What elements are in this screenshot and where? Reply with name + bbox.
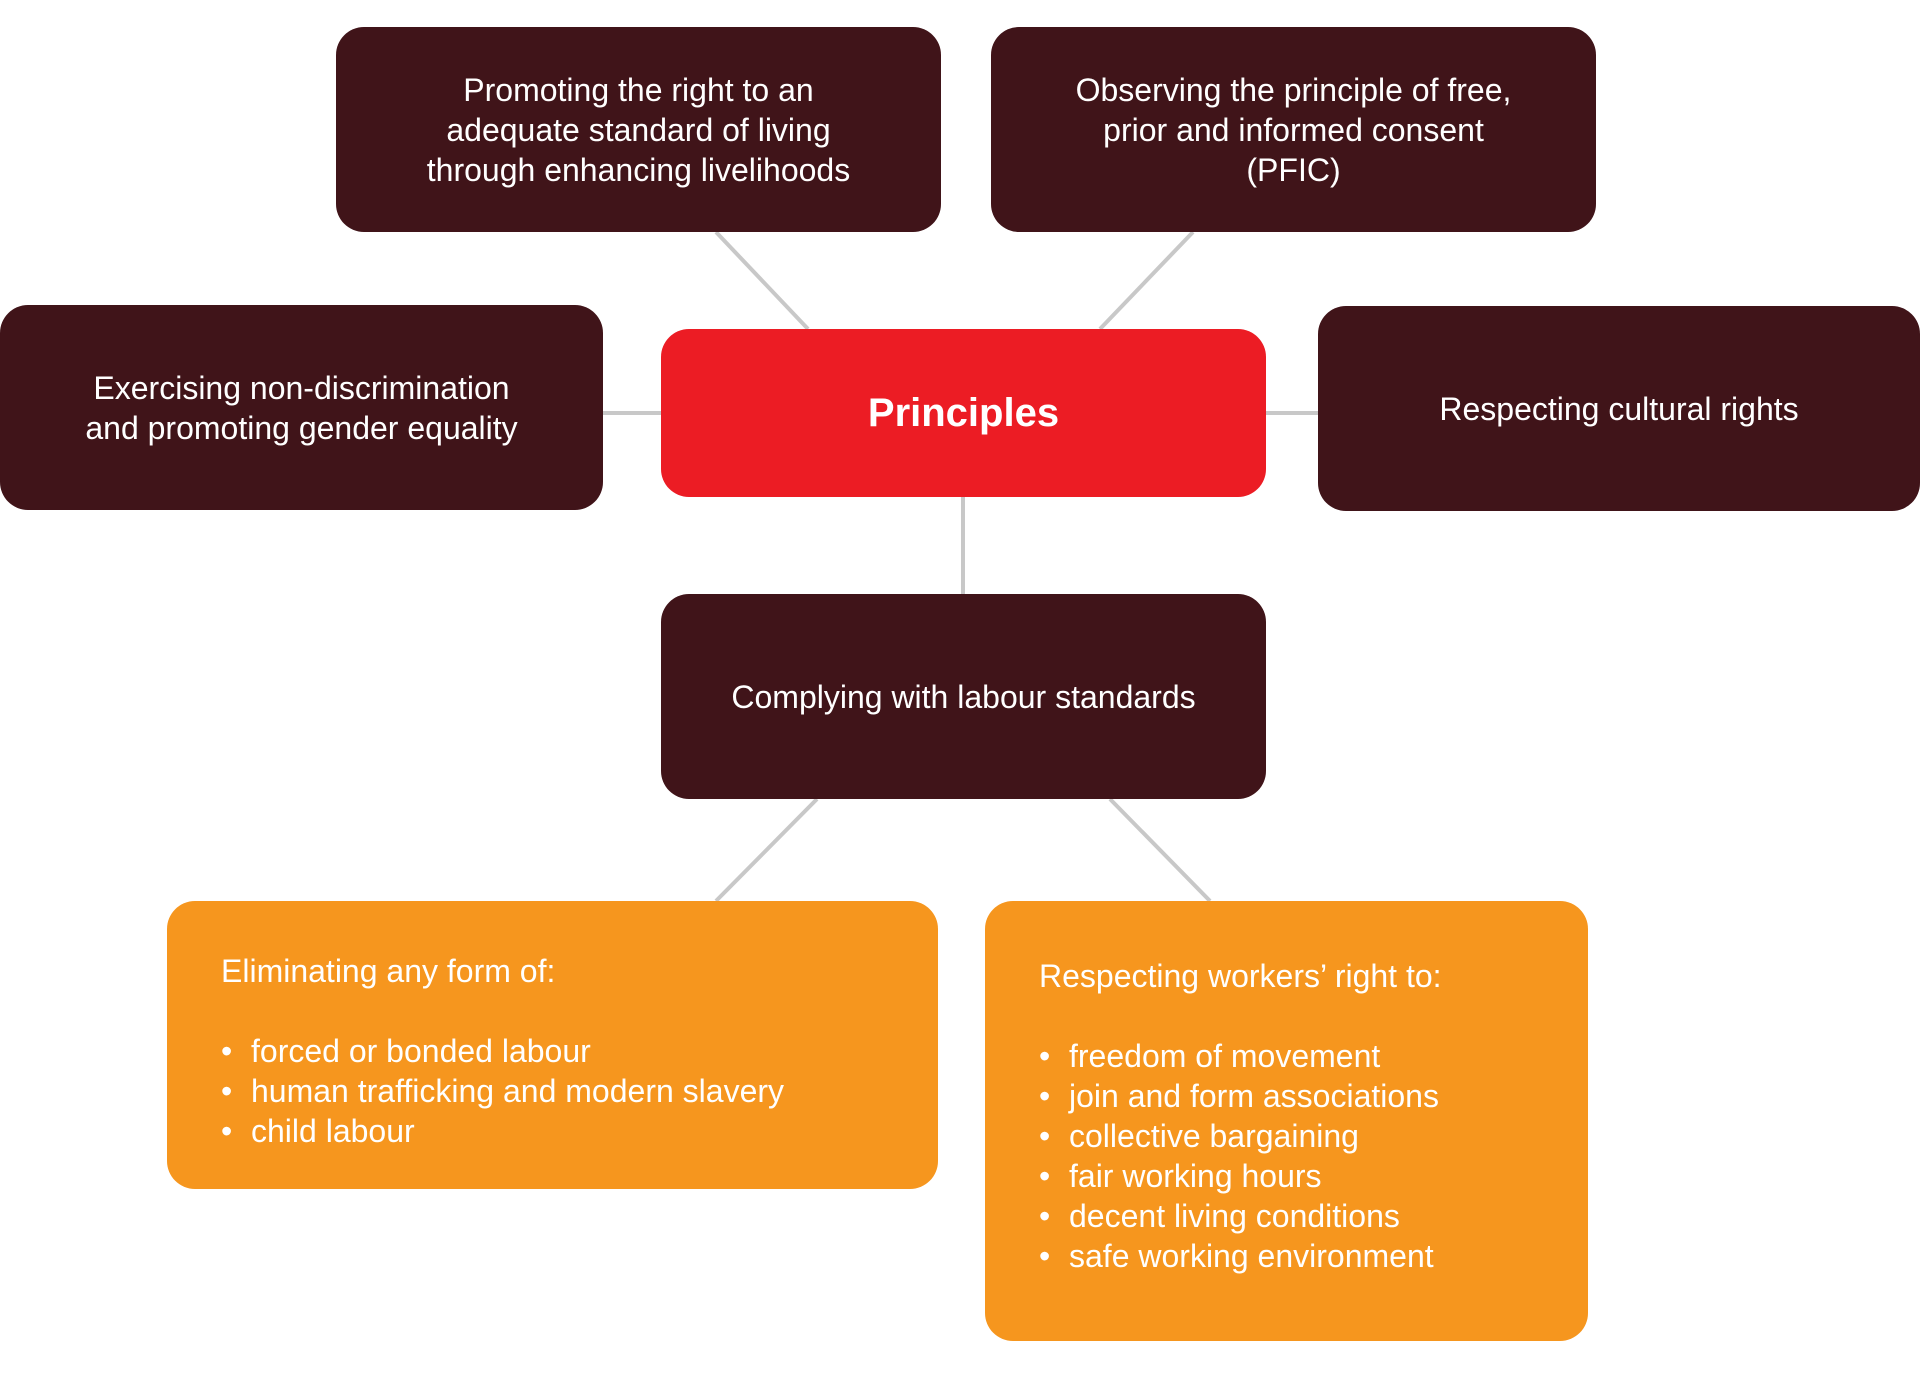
list-item: join and form associations — [1039, 1076, 1558, 1116]
list-item: forced or bonded labour — [221, 1031, 908, 1071]
text-line: Observing the principle of free, — [1075, 71, 1512, 108]
text-line: (PFIC) — [1246, 151, 1341, 188]
principle-non-discrimination-node: Exercising non-discrimination and promot… — [0, 305, 603, 510]
text-line: Exercising non-discrimination — [93, 369, 510, 406]
eliminate-list: forced or bonded labour human traffickin… — [221, 1031, 908, 1151]
principle-non-discrimination-label: Exercising non-discrimination and promot… — [85, 368, 517, 448]
principles-center-label: Principles — [867, 391, 1060, 435]
text-line: through enhancing livelihoods — [426, 151, 851, 188]
workers-rights-list: freedom of movement join and form associ… — [1039, 1036, 1558, 1276]
principle-fpic-label: Observing the principle of free, prior a… — [1076, 70, 1512, 190]
workers-rights-heading: Respecting workers’ right to: — [1039, 958, 1442, 994]
list-item: decent living conditions — [1039, 1196, 1558, 1236]
connector-center-top-left — [714, 230, 810, 331]
list-item: collective bargaining — [1039, 1116, 1558, 1156]
principle-living-standard-node: Promoting the right to an adequate stand… — [336, 27, 941, 232]
eliminate-forms-node: Eliminating any form of: forced or bonde… — [167, 901, 938, 1189]
eliminate-heading: Eliminating any form of: — [221, 953, 556, 989]
list-item: human trafficking and modern slavery — [221, 1071, 908, 1111]
text-line: Promoting the right to an — [463, 71, 814, 108]
principle-labour-standards-node: Complying with labour standards — [661, 594, 1266, 799]
workers-rights-node: Respecting workers’ right to: freedom of… — [985, 901, 1588, 1341]
text-line: adequate standard of living — [446, 111, 831, 148]
principle-living-standard-label: Promoting the right to an adequate stand… — [427, 70, 850, 190]
list-item: safe working environment — [1039, 1236, 1558, 1276]
connector-labour-workers — [1108, 797, 1212, 903]
list-item: fair working hours — [1039, 1156, 1558, 1196]
text-line: prior and informed consent — [1103, 111, 1484, 148]
list-item: freedom of movement — [1039, 1036, 1558, 1076]
principle-fpic-node: Observing the principle of free, prior a… — [991, 27, 1596, 232]
principle-cultural-rights-label: Respecting cultural rights — [1439, 390, 1799, 427]
principle-labour-standards-label: Complying with labour standards — [731, 678, 1196, 715]
connector-labour-eliminate — [714, 797, 819, 903]
principles-center-node: Principles — [661, 329, 1266, 497]
text-line: and promoting gender equality — [85, 409, 518, 446]
list-item: child labour — [221, 1111, 908, 1151]
principle-cultural-rights-node: Respecting cultural rights — [1318, 306, 1920, 511]
connector-center-top-right — [1098, 230, 1195, 331]
